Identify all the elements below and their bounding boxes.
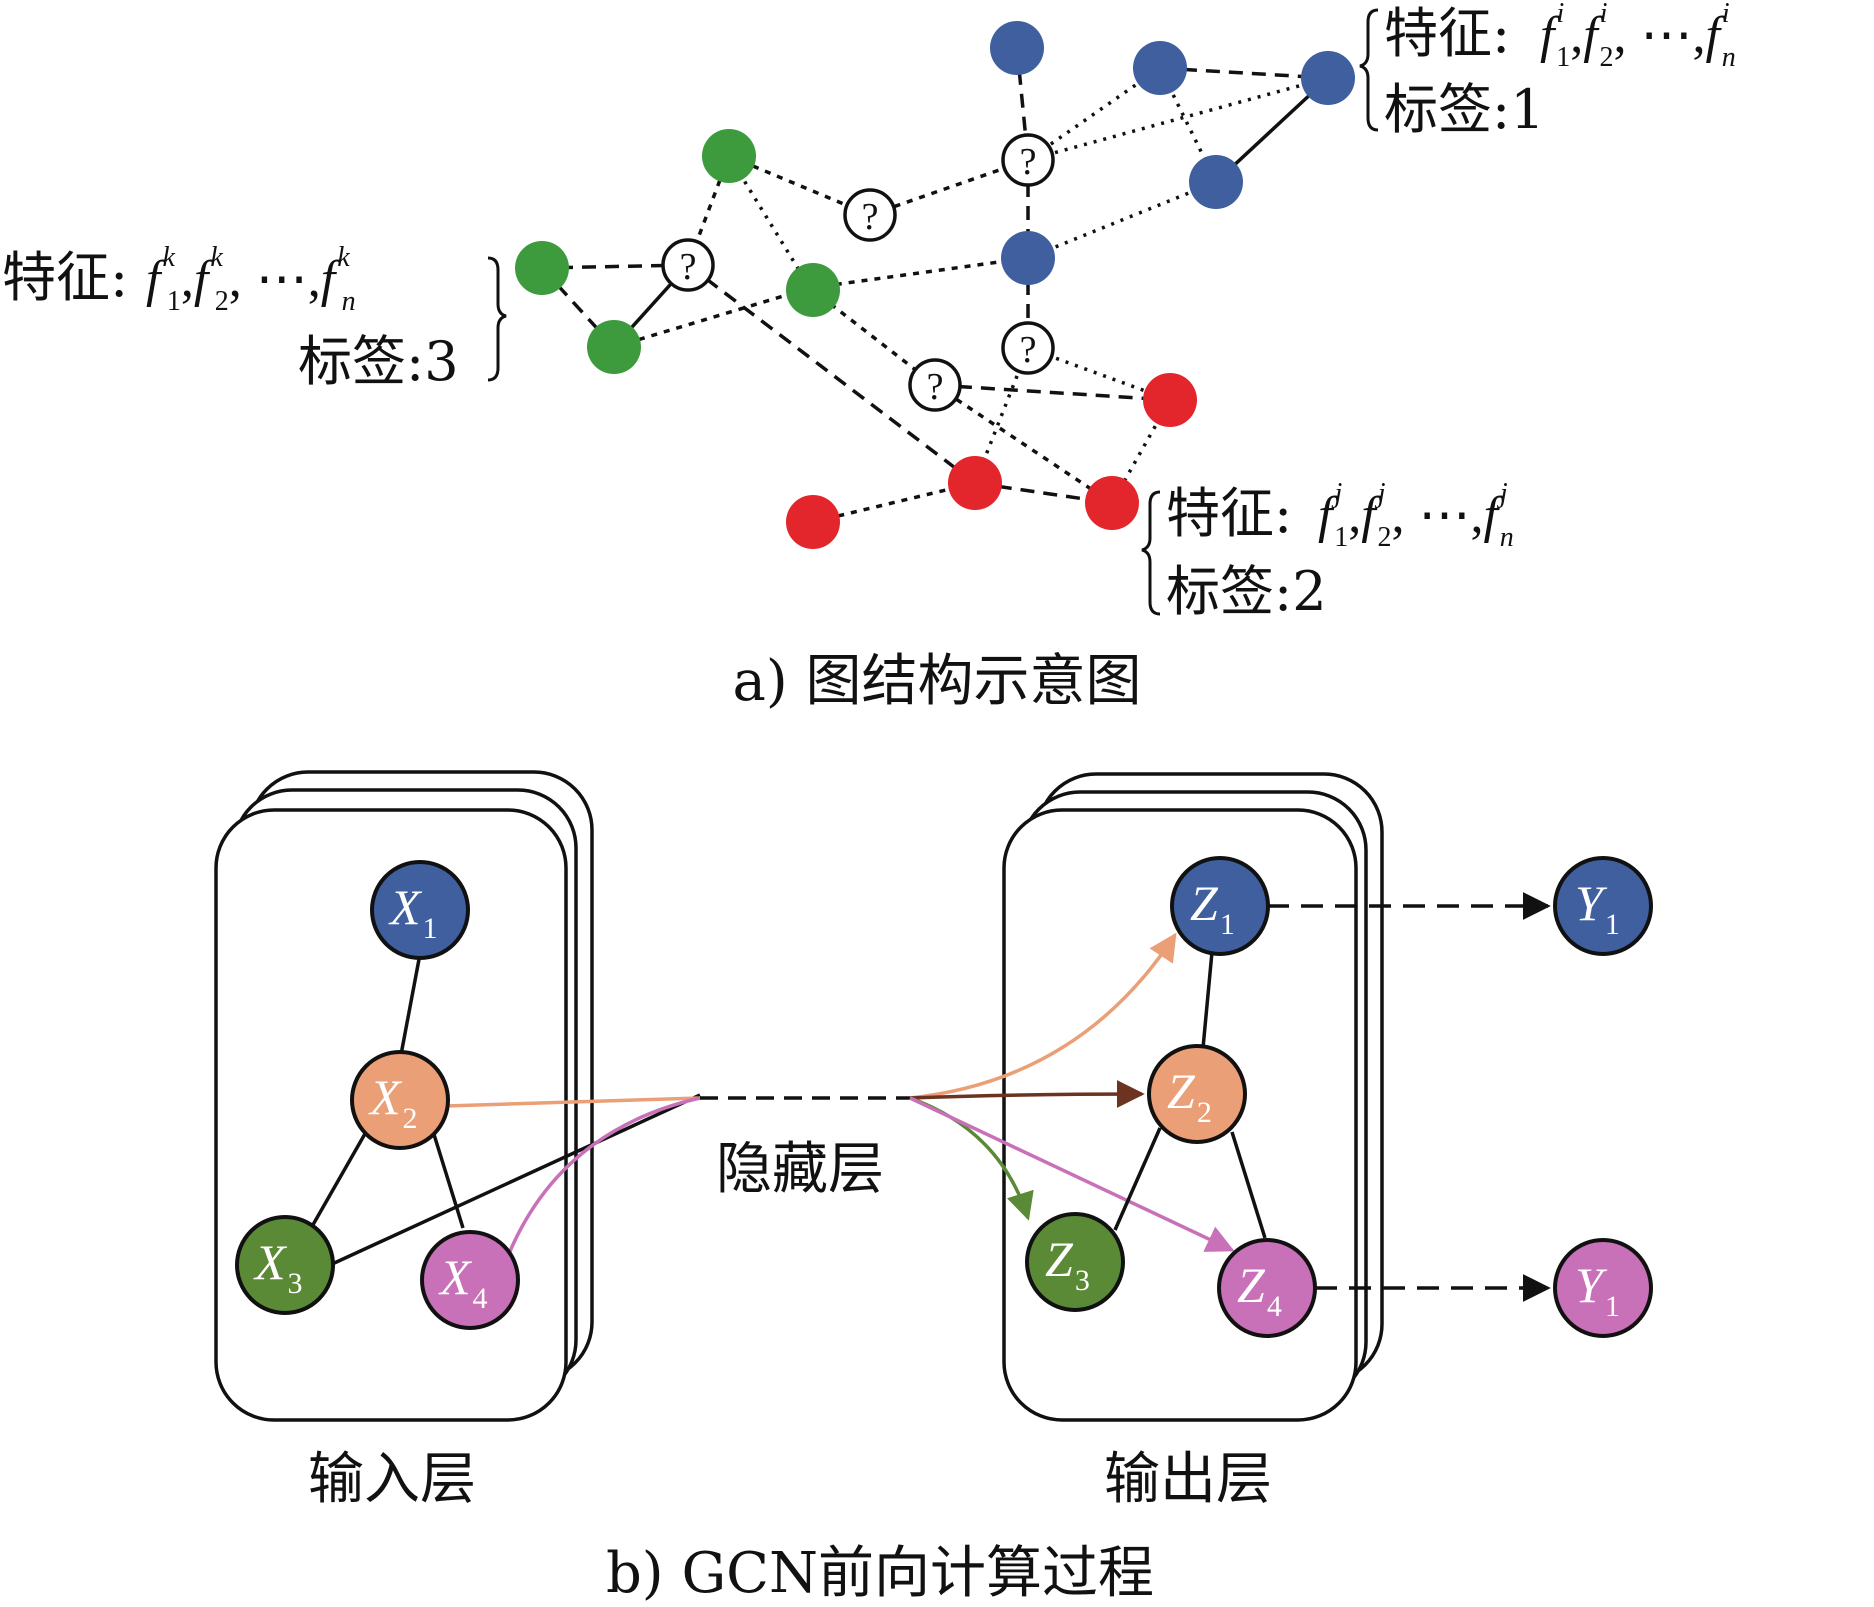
output-edges [1113, 951, 1267, 1239]
node-y2: Y1 [1553, 1238, 1653, 1338]
gcn-nodes: X1 X2 X3 X4 Z1 Z2 [235, 856, 1653, 1338]
svg-text:X4: X4 [438, 1249, 488, 1315]
prediction-arrows [1267, 892, 1551, 1302]
svg-text:Y1: Y1 [1575, 1257, 1620, 1323]
unknown-mark: ? [927, 366, 944, 408]
green-node [515, 241, 569, 295]
node-x2: X2 [350, 1050, 450, 1150]
green-node [786, 263, 840, 317]
brace-left [1141, 490, 1161, 616]
blue-node [1001, 231, 1055, 285]
graph-a-edges [540, 47, 1330, 524]
unknown-mark: ? [1020, 141, 1037, 183]
red-node [948, 456, 1002, 510]
red-node [1085, 476, 1139, 530]
unknown-node: ? [908, 358, 962, 412]
svg-text:Z1: Z1 [1190, 875, 1235, 941]
hidden-flows [445, 932, 1235, 1257]
blue-node [990, 21, 1044, 75]
edge [1159, 66, 1329, 80]
graph-a: ? ? ? ? ? 特征: [2, 0, 1736, 714]
edge [1027, 180, 1217, 260]
label-text: 标签:1 [1384, 78, 1545, 141]
unknown-node: ? [1001, 321, 1055, 375]
output-layer-label: 输出层 [1104, 1447, 1272, 1512]
blue-node [1189, 155, 1243, 209]
edge [812, 481, 976, 524]
svg-text:X2: X2 [368, 1069, 418, 1135]
graph-b: X1 X2 X3 X4 Z1 Z2 [214, 770, 1653, 1606]
node-z1: Z1 [1170, 856, 1270, 956]
svg-text:X1: X1 [388, 879, 438, 945]
unknown-mark: ? [1020, 329, 1037, 371]
node-z2: Z2 [1147, 1044, 1247, 1144]
feature-prefix: 特征: [1384, 2, 1510, 65]
node-x1: X1 [370, 860, 470, 960]
svg-text:Z3: Z3 [1045, 1231, 1090, 1297]
svg-text:Z2: Z2 [1167, 1063, 1212, 1129]
feature-prefix: 特征: [1166, 482, 1292, 545]
edge [809, 256, 1029, 290]
blue-node [1133, 41, 1187, 95]
edge [613, 286, 811, 349]
svg-text:X3: X3 [253, 1234, 303, 1300]
node-z4: Z4 [1217, 1238, 1317, 1338]
edge [540, 266, 616, 349]
feature-prefix: 特征: [2, 246, 128, 309]
red-node [1143, 373, 1197, 427]
svg-text:Y1: Y1 [1575, 875, 1620, 941]
caption-a: a) 图结构示意图 [732, 649, 1141, 714]
svg-text:特征:: 特征: [1384, 2, 1510, 65]
label-text: 标签:3 [298, 330, 459, 393]
edge [686, 263, 977, 485]
brace-right [487, 256, 507, 382]
red-node [786, 495, 840, 549]
edge [934, 383, 1171, 402]
input-edges [308, 953, 701, 1267]
node-x4: X4 [420, 1230, 520, 1330]
edge [1027, 76, 1329, 162]
node-x3: X3 [235, 1215, 335, 1315]
label-text: 标签:2 [1166, 560, 1327, 623]
svg-text:Z4: Z4 [1237, 1257, 1282, 1323]
caption-b: b) GCN前向计算过程 [606, 1541, 1154, 1606]
unknown-node: ? [843, 188, 897, 242]
green-node [587, 320, 641, 374]
graph-a-nodes [515, 21, 1355, 549]
node-z3: Z3 [1025, 1212, 1125, 1312]
unknown-node: ? [1001, 133, 1055, 187]
graph-a-unknown-nodes: ? ? ? ? ? [661, 133, 1055, 412]
input-layer-label: 输入层 [308, 1447, 476, 1512]
node-y1: Y1 [1553, 856, 1653, 956]
hidden-layer-label: 隐藏层 [716, 1137, 884, 1202]
unknown-mark: ? [680, 246, 697, 288]
edge [1026, 66, 1162, 162]
unknown-node: ? [661, 238, 715, 292]
brace-left [1359, 8, 1379, 132]
blue-node [1301, 51, 1355, 105]
edge [869, 158, 1029, 217]
edge [934, 383, 1113, 505]
green-node [702, 129, 756, 183]
unknown-mark: ? [862, 196, 879, 238]
